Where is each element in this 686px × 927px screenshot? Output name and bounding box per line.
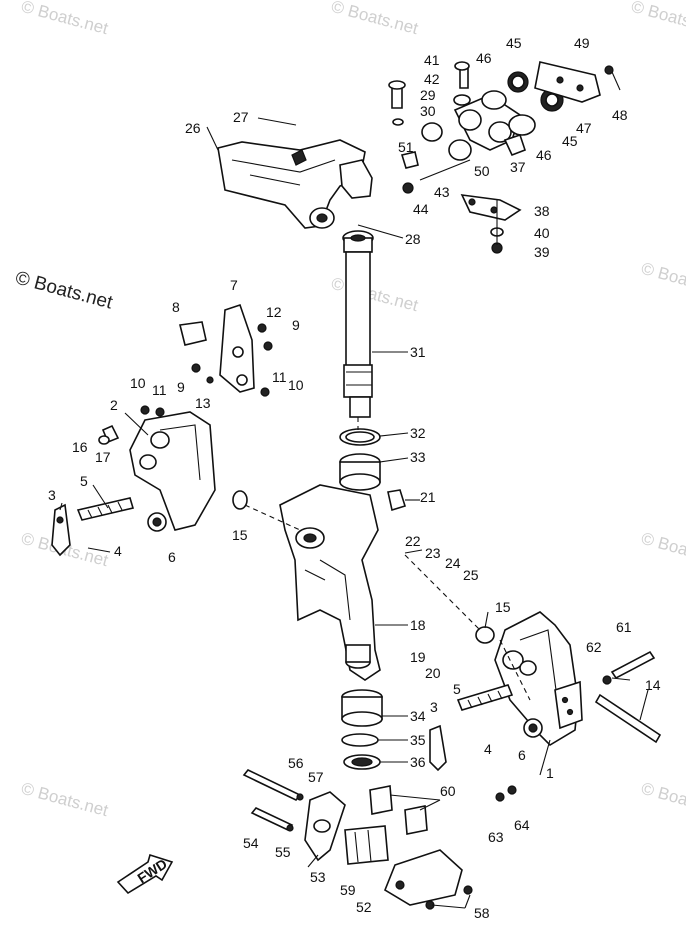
callout-33: 33 [410,449,426,465]
callout-28: 28 [405,231,421,247]
callout-56: 56 [288,755,304,771]
callout-7: 7 [230,277,238,293]
callout-57: 57 [308,769,324,785]
lower-bushings [341,689,383,770]
callout-36: 36 [410,754,426,770]
callout-15a: 15 [232,527,248,543]
callout-38: 38 [534,203,550,219]
callout-53: 53 [310,869,326,885]
callout-35: 35 [410,732,426,748]
callout-12: 12 [266,304,282,320]
callout-6b: 6 [518,747,526,763]
steering-bracket [217,139,373,229]
callout-numbers: 1 2 3 4 5 6 7 8 9 9 10 10 11 11 12 13 14… [48,35,661,921]
callout-16: 16 [72,439,88,455]
callout-24: 24 [445,555,461,571]
callout-2: 2 [110,397,118,413]
callout-42: 42 [424,71,440,87]
callout-49: 49 [574,35,590,51]
callout-11a: 11 [152,382,167,398]
callout-22: 22 [405,533,421,549]
callout-45a: 45 [506,35,522,51]
callout-9a: 9 [292,317,300,333]
swivel-bracket [279,484,407,681]
lower-mount-parts [242,769,473,910]
callout-51: 51 [398,139,414,155]
callout-64: 64 [514,817,530,833]
upper-bushings [339,428,381,491]
callout-10a: 10 [130,375,146,391]
callout-41: 41 [424,52,440,68]
steering-shaft [342,230,374,418]
callout-5: 5 [80,473,88,489]
callout-23: 23 [425,545,441,561]
callout-29: 29 [420,87,436,103]
callout-40: 40 [534,225,550,241]
callout-52: 52 [356,899,372,915]
callout-62: 62 [586,639,602,655]
callout-59: 59 [340,882,356,898]
callout-10b: 10 [288,377,304,393]
callout-13: 13 [195,395,211,411]
callout-31: 31 [410,344,426,360]
callout-48: 48 [612,107,628,123]
callout-18: 18 [410,617,426,633]
callout-26: 26 [185,120,201,136]
callout-50: 50 [474,163,490,179]
callout-46a: 46 [476,50,492,66]
callout-4: 4 [114,543,122,559]
callout-1: 1 [546,765,554,781]
callout-60: 60 [440,783,456,799]
callout-8: 8 [172,299,180,315]
callout-34: 34 [410,708,426,724]
assembly-lines [244,417,531,701]
callout-17: 17 [95,449,111,465]
left-clamp-bracket [51,405,248,557]
callout-63: 63 [488,829,504,845]
callout-45b: 45 [562,133,578,149]
callout-55: 55 [275,844,291,860]
callout-3: 3 [48,487,56,503]
callout-11b: 11 [272,369,287,385]
right-clamp-bracket [429,611,662,802]
callout-15b: 15 [495,599,511,615]
callout-30: 30 [420,103,436,119]
callout-54: 54 [243,835,259,851]
callout-20: 20 [425,665,441,681]
callout-19: 19 [410,649,426,665]
callout-9b: 9 [177,379,185,395]
callout-44: 44 [413,201,429,217]
callout-5b: 5 [453,681,461,697]
callout-61: 61 [616,619,632,635]
callout-39: 39 [534,244,550,260]
callout-6: 6 [168,549,176,565]
callout-37: 37 [510,159,526,175]
callout-21: 21 [420,489,436,505]
callout-47: 47 [576,120,592,136]
forward-direction-arrow: FWD [116,853,174,895]
callout-46b: 46 [536,147,552,163]
callout-43: 43 [434,184,450,200]
stopper-plate [179,303,273,397]
steering-arm-assembly [388,61,621,254]
callout-25: 25 [463,567,479,583]
callout-58: 58 [474,905,490,921]
callout-14: 14 [645,677,661,693]
leader-lines [59,117,649,909]
callout-27: 27 [233,109,249,125]
callout-4b: 4 [484,741,492,757]
callout-1b: 3 [430,699,438,715]
callout-32: 32 [410,425,426,441]
